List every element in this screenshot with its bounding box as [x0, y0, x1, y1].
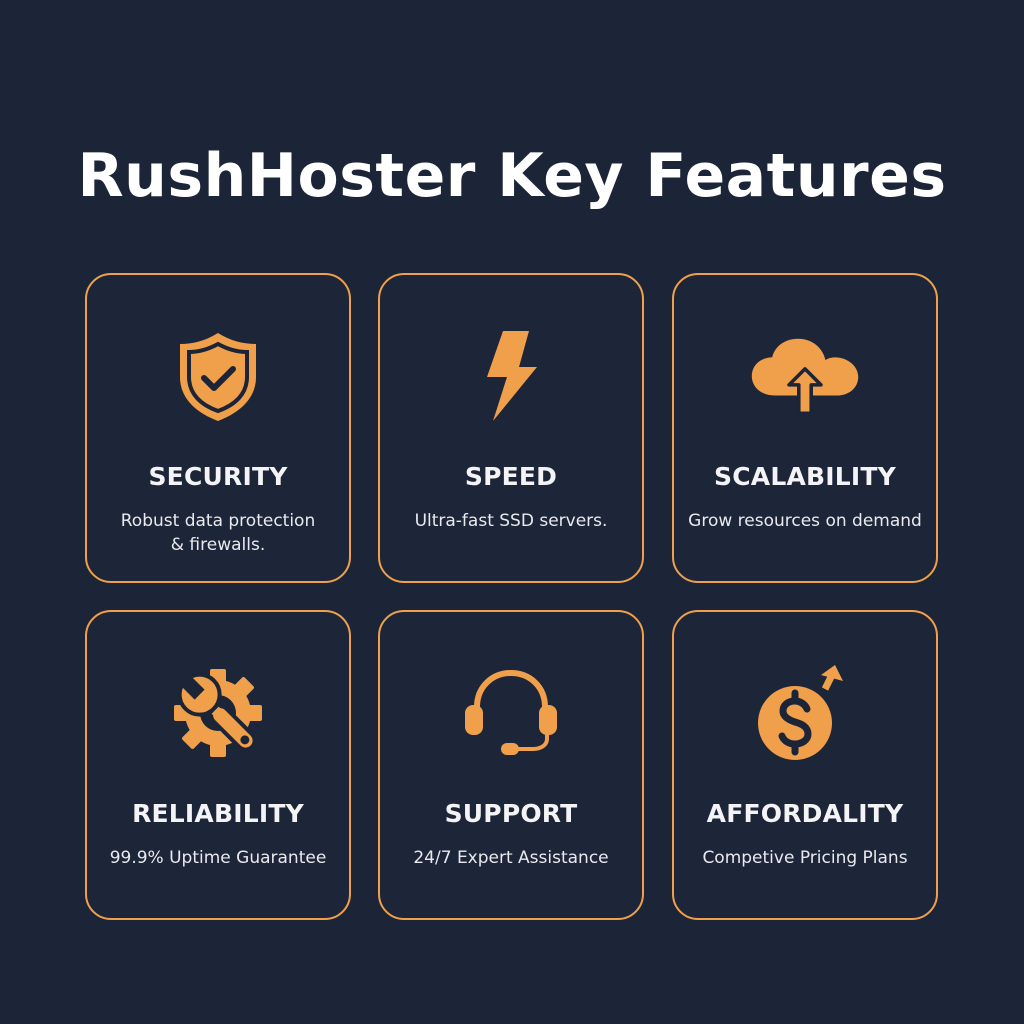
- shield-check-icon: [163, 321, 273, 431]
- feature-title: SUPPORT: [444, 799, 578, 828]
- feature-card-affordability: AFFORDALITY Competive Pricing Plans: [672, 610, 938, 920]
- feature-description: Competive Pricing Plans: [702, 848, 908, 868]
- feature-description: Robust data protection & firewalls.: [120, 511, 316, 555]
- cloud-upload-icon: [750, 321, 860, 431]
- feature-title: SCALABILITY: [714, 462, 896, 491]
- feature-card-reliability: RELIABILITY 99.9% Uptime Guarantee: [85, 610, 351, 920]
- feature-card-security: SECURITY Robust data protection & firewa…: [85, 273, 351, 583]
- feature-description: Grow resources on demand: [688, 511, 922, 531]
- lightning-bolt-icon: [456, 321, 566, 431]
- feature-title: SPEED: [464, 462, 558, 491]
- headset-icon: [456, 658, 566, 768]
- feature-description: 99.9% Uptime Guarantee: [109, 848, 327, 868]
- feature-title: RELIABILITY: [132, 799, 304, 828]
- feature-title: SECURITY: [148, 462, 288, 491]
- feature-card-speed: SPEED Ultra-fast SSD servers.: [378, 273, 644, 583]
- feature-title: AFFORDALITY: [706, 799, 904, 828]
- feature-card-scalability: SCALABILITY Grow resources on demand: [672, 273, 938, 583]
- feature-description: Ultra-fast SSD servers.: [414, 511, 608, 531]
- page-title: RushHoster Key Features: [77, 141, 947, 212]
- gear-wrench-icon: [163, 658, 273, 768]
- feature-card-support: SUPPORT 24/7 Expert Assistance: [378, 610, 644, 920]
- feature-description: 24/7 Expert Assistance: [413, 848, 609, 868]
- dollar-coin-arrow-icon: [750, 658, 860, 768]
